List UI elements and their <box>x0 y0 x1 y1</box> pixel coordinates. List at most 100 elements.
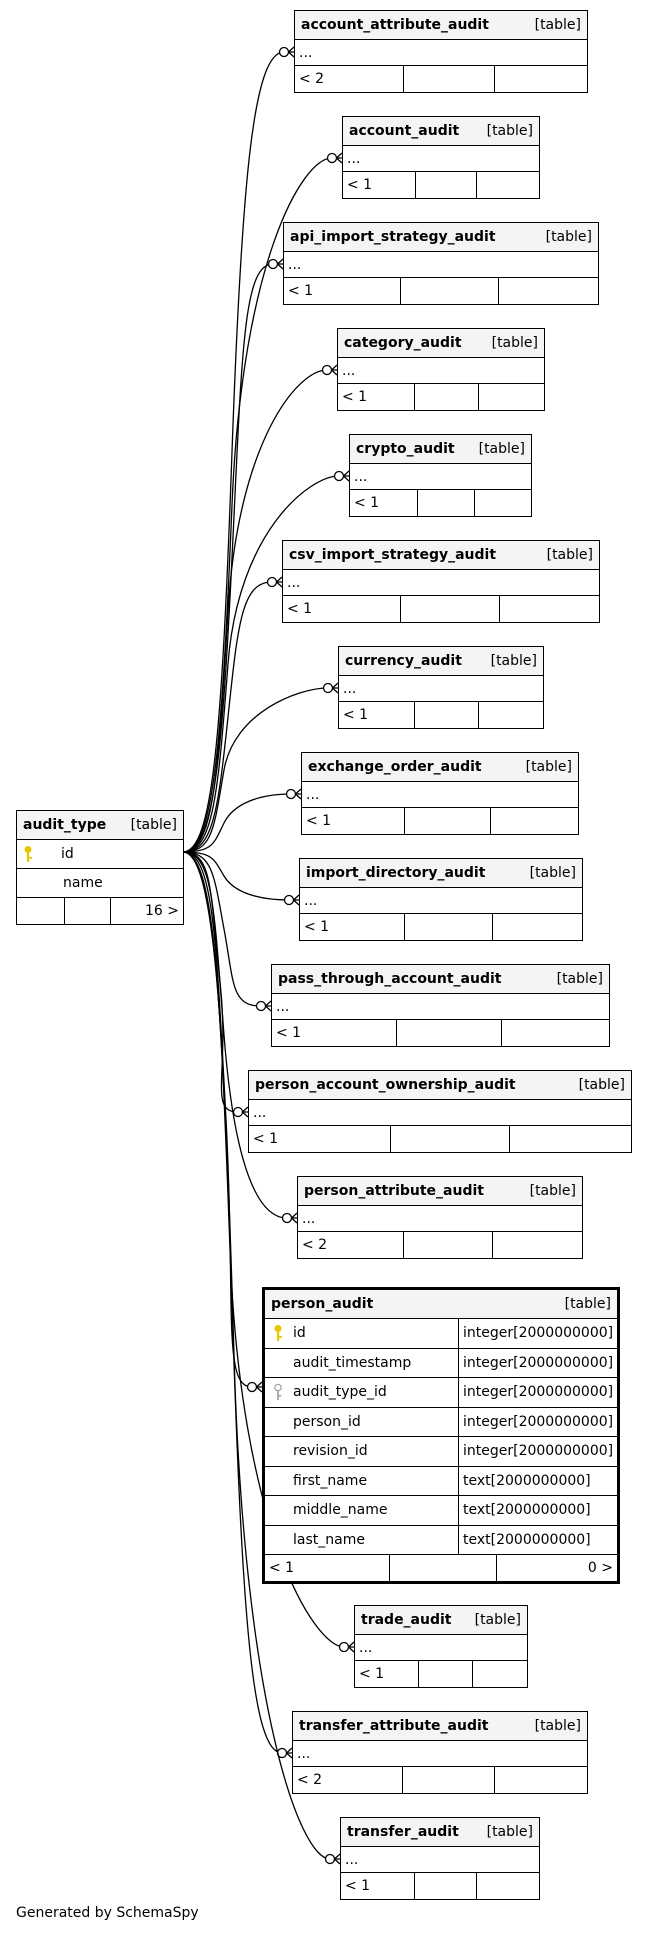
table-tag: [table] <box>486 1824 533 1840</box>
optional-marker <box>321 364 333 376</box>
account-attribute-audit-table[interactable]: account_attribute_audit[table]... < 2 <box>294 10 588 93</box>
column-name: ... <box>359 1639 373 1656</box>
person-attribute-audit-table[interactable]: person_attribute_audit[table]...< 2 <box>297 1176 583 1259</box>
relationship-line <box>182 851 262 1007</box>
column-name: ... <box>299 44 313 61</box>
relationship-line <box>182 475 340 853</box>
column-type: integer[2000000000] <box>463 1384 614 1401</box>
column-name: person_id <box>293 1413 361 1430</box>
footer-cell <box>390 1555 497 1581</box>
column-name: ... <box>253 1104 267 1121</box>
table-footer: < 2 <box>298 1232 582 1258</box>
optional-marker <box>326 152 338 164</box>
crowfoot-marker <box>276 576 283 588</box>
table-header: account_audit[table] <box>343 117 539 146</box>
csv-import-strategy-audit-table[interactable]: csv_import_strategy_audit[table]...< 1 <box>282 540 600 623</box>
category-audit-table[interactable]: category_audit[table]...< 1 <box>337 328 545 411</box>
table-tag: [table] <box>578 1077 625 1093</box>
table-tag: [table] <box>525 759 572 775</box>
audit-type-table[interactable]: audit_type [table] id name 16 > <box>16 810 184 925</box>
table-name: csv_import_strategy_audit <box>289 547 497 563</box>
transfer-audit-table[interactable]: transfer_audit[table]...< 1 <box>340 1817 540 1900</box>
table-footer: < 1 <box>272 1020 609 1046</box>
table-header: csv_import_strategy_audit[table] <box>283 541 599 570</box>
api-import-strategy-audit-table[interactable]: api_import_strategy_audit[table]... < 1 <box>283 222 599 305</box>
table-name: person_audit <box>271 1296 374 1312</box>
table-tag: [table] <box>474 1612 521 1628</box>
table-header: api_import_strategy_audit[table] <box>284 223 598 252</box>
table-header: transfer_attribute_audit[table] <box>293 1712 587 1741</box>
column-row: ... <box>302 782 578 808</box>
optional-marker <box>285 788 297 800</box>
footer-count: < 1 <box>302 808 405 834</box>
table-tag: [table] <box>534 1718 581 1734</box>
pass-through-account-audit-table[interactable]: pass_through_account_audit[table]... < 1 <box>271 964 610 1047</box>
trade-audit-table[interactable]: trade_audit [table]... < 1 <box>354 1605 528 1688</box>
table-header: account_attribute_audit[table] <box>295 11 587 40</box>
relationship-line <box>182 851 290 901</box>
footer-count: < 2 <box>298 1232 404 1258</box>
table-header: pass_through_account_audit[table] <box>272 965 609 994</box>
column-type: text[2000000000] <box>463 1502 591 1519</box>
column-name: revision_id <box>293 1443 368 1460</box>
transfer-attribute-audit-table[interactable]: transfer_attribute_audit[table]...< 2 <box>292 1711 588 1794</box>
footer-cell <box>415 702 479 728</box>
footer-cell <box>405 808 491 834</box>
import-directory-audit-table[interactable]: import_directory_audit[table]...< 1 <box>299 858 583 941</box>
crypto-audit-table[interactable]: crypto_audit[table]...< 1 <box>349 434 532 517</box>
column-name: ... <box>288 256 302 273</box>
crowfoot-marker <box>277 258 284 270</box>
table-footer: < 1 <box>350 490 531 516</box>
footer-cell <box>500 596 599 622</box>
person-account-ownership-audit-table[interactable]: person_account_ownership_audit[table]...… <box>248 1070 632 1153</box>
exchange-order-audit-table[interactable]: exchange_order_audit[table]...< 1 <box>301 752 579 835</box>
footer-cell <box>510 1126 631 1152</box>
account-audit-table[interactable]: account_audit[table]...< 1 <box>342 116 540 199</box>
table-footer: < 1 <box>338 384 544 410</box>
relationship-line <box>182 369 328 853</box>
table-name: trade_audit <box>361 1612 452 1628</box>
crowfoot-marker <box>288 46 295 58</box>
footer-cell <box>479 384 544 410</box>
table-name: person_attribute_audit <box>304 1183 484 1199</box>
table-name: audit_type <box>23 817 107 833</box>
footer-count: < 1 <box>350 490 418 516</box>
table-footer: < 1 <box>355 1661 527 1687</box>
footer-cell <box>477 172 539 198</box>
footer-count: < 1 <box>338 384 415 410</box>
optional-marker <box>283 894 295 906</box>
footer-count: < 1 <box>283 596 401 622</box>
crowfoot-marker <box>265 1000 272 1012</box>
table-tag: [table] <box>478 441 525 457</box>
footer-cell <box>495 66 587 92</box>
footer-cell <box>401 278 499 304</box>
column-name: ... <box>302 1210 316 1227</box>
table-name: transfer_audit <box>347 1824 459 1840</box>
column-row: ... <box>341 1847 539 1873</box>
footer-cell <box>404 1232 493 1258</box>
generated-by-label: Generated by SchemaSpy <box>16 1905 199 1921</box>
table-footer: < 1 <box>249 1126 631 1152</box>
column-name: ... <box>276 998 290 1015</box>
footer-cell <box>391 1126 510 1152</box>
table-header: transfer_audit [table] <box>341 1818 539 1847</box>
footer-cell <box>415 384 479 410</box>
table-footer: < 2 <box>295 66 587 92</box>
children-count: 0 > <box>587 1560 613 1576</box>
primary-key-icon <box>274 1325 282 1342</box>
column-row: ... <box>295 40 587 66</box>
table-footer: < 1 <box>284 278 598 304</box>
footer-cell <box>405 914 493 940</box>
column-row: ... <box>355 1635 527 1661</box>
currency-audit-table[interactable]: currency_audit[table]...< 1 <box>338 646 544 729</box>
column-type: text[2000000000] <box>463 1531 591 1548</box>
relationship-line <box>182 157 333 853</box>
optional-marker <box>281 1212 293 1224</box>
